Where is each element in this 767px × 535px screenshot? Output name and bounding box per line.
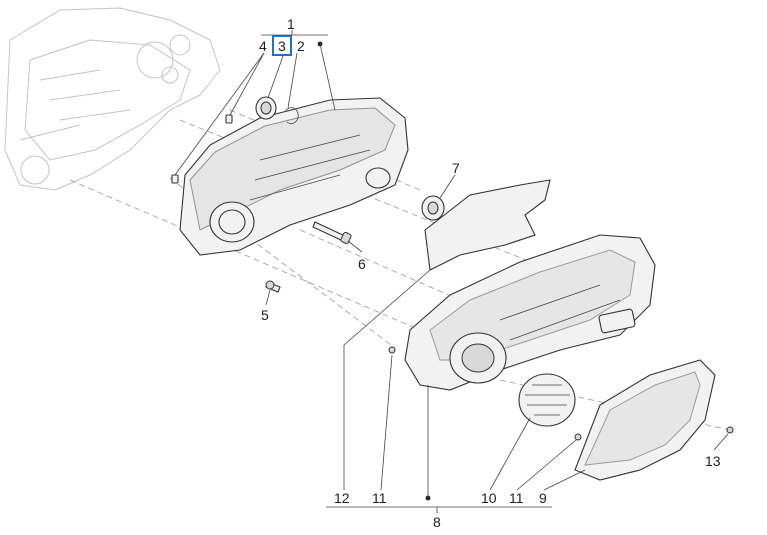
highlight-box bbox=[272, 35, 292, 56]
bolt-5-part bbox=[265, 280, 281, 293]
label-13: 13 bbox=[705, 453, 721, 469]
label-5: 5 bbox=[261, 307, 269, 323]
label-11-left: 11 bbox=[372, 490, 387, 506]
air-intake-cover-part bbox=[574, 359, 716, 481]
label-12: 12 bbox=[334, 490, 350, 506]
screws bbox=[388, 346, 734, 441]
label-11-right: 11 bbox=[509, 490, 524, 506]
inner-transmission-cover bbox=[179, 97, 409, 256]
leader-lines bbox=[174, 30, 729, 513]
plug-7-part bbox=[421, 195, 445, 221]
label-10: 10 bbox=[481, 490, 497, 506]
label-9: 9 bbox=[539, 490, 547, 506]
label-7: 7 bbox=[452, 160, 460, 176]
seal-ring-part bbox=[255, 96, 277, 120]
outer-transmission-cover bbox=[404, 234, 656, 391]
label-1: 1 bbox=[287, 16, 295, 32]
circlip-part bbox=[284, 107, 299, 125]
label-3: 3 bbox=[278, 38, 286, 54]
label-2: 2 bbox=[297, 38, 305, 54]
sound-pad-part bbox=[424, 179, 551, 271]
bolt-6-part bbox=[312, 221, 352, 245]
label-8: 8 bbox=[433, 514, 441, 530]
label-4: 4 bbox=[259, 38, 267, 54]
round-grille-part bbox=[518, 373, 576, 427]
label-6: 6 bbox=[358, 256, 366, 272]
engine-crankcase-background bbox=[4, 7, 221, 191]
part-labels: 1 4 3 2 5 6 7 8 9 10 11 11 12 13 bbox=[259, 16, 721, 530]
